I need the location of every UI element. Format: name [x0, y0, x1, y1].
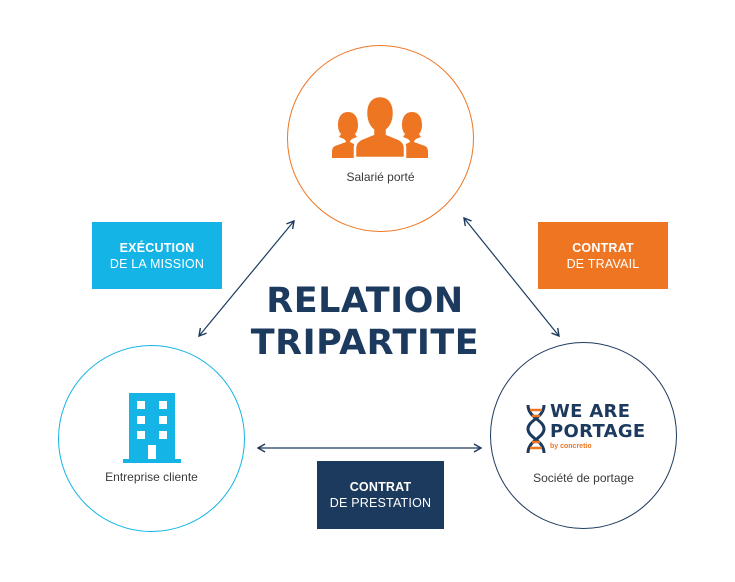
box-travail-light: DE TRAVAIL: [566, 256, 640, 271]
box-execution-light: DE LA MISSION: [109, 256, 205, 271]
box-travail-bold: CONTRAT: [572, 240, 634, 255]
node-societe-portage: Société de portage: [490, 342, 677, 529]
dna-logo-icon: [526, 404, 546, 454]
box-prestation-bold: CONTRAT: [349, 480, 412, 494]
arrow-entreprise-salarie: [198, 219, 295, 338]
people-group-icon: [332, 94, 428, 158]
office-building-icon: [123, 393, 181, 463]
diagram-title: RELATION TRIPARTITE: [230, 280, 500, 364]
node-entreprise-cliente: Entreprise cliente: [58, 345, 245, 532]
title-line-1: RELATION: [266, 281, 464, 321]
node-label-societe: Société de portage: [533, 471, 634, 485]
arrow-salarie-societe: [463, 216, 560, 338]
box-contrat-travail: CONTRAT DE TRAVAIL: [538, 222, 668, 289]
we-are-portage-logo: WE ARE PORTAGE by concretio: [550, 402, 646, 451]
logo-sub: by concretio: [550, 443, 592, 450]
box-execution-mission: EXÉCUTION DE LA MISSION: [92, 222, 222, 289]
logo-line-2: PORTAGE: [550, 421, 646, 442]
node-label-salarie: Salarié porté: [346, 170, 415, 184]
box-execution-bold: EXÉCUTION: [119, 240, 195, 255]
node-label-entreprise: Entreprise cliente: [105, 470, 198, 484]
title-line-2: TRIPARTITE: [250, 323, 480, 363]
node-salarie-porte: Salarié porté: [287, 45, 474, 232]
box-prestation-light: DE PRESTATION: [329, 496, 432, 510]
logo-line-1: WE ARE: [550, 401, 631, 422]
box-contrat-prestation: CONTRAT DE PRESTATION: [317, 461, 444, 529]
